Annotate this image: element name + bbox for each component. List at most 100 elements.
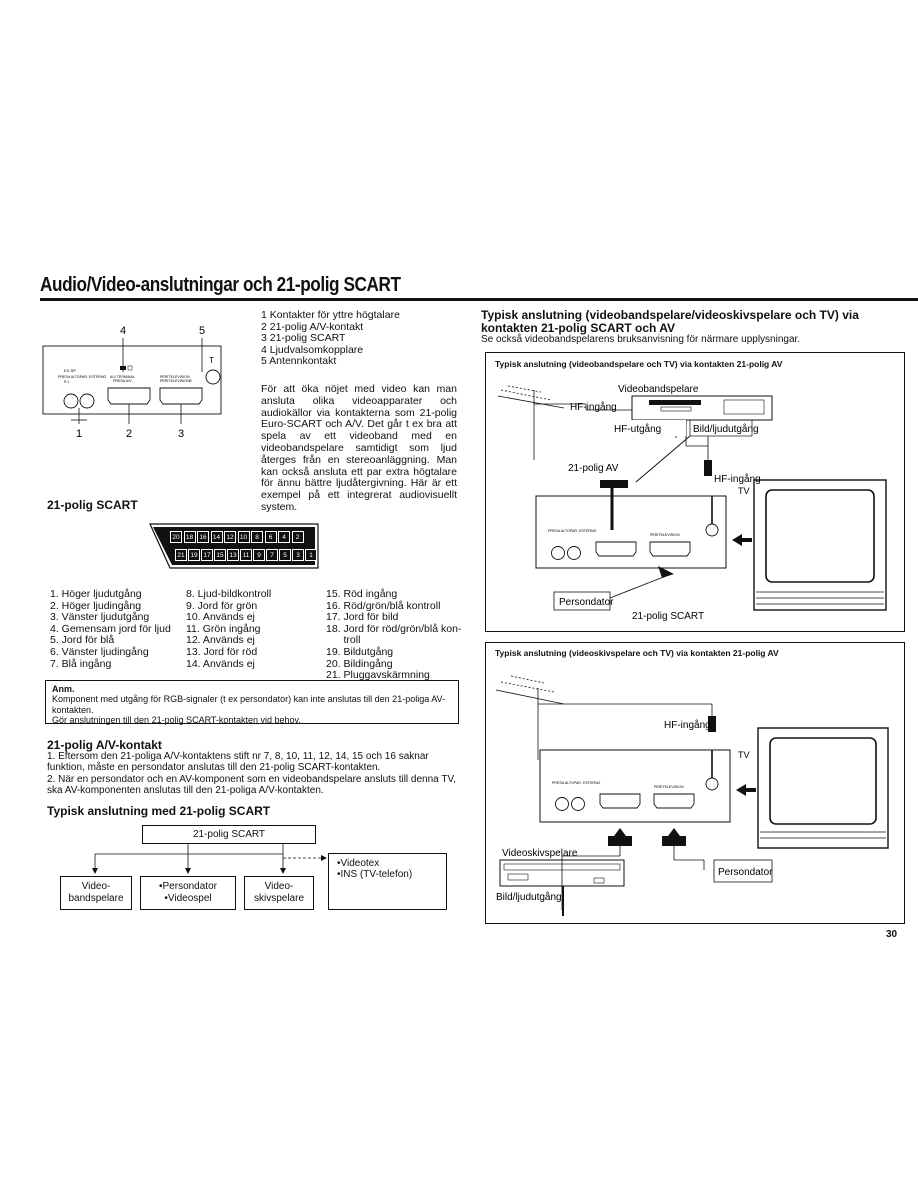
scart-pin: 18 [183, 531, 196, 543]
panel-outline [42, 345, 222, 415]
pin-item: 15. Röd ingång [326, 588, 398, 600]
av-out-label-2: Bild/ljudutgång [496, 891, 562, 903]
hf-in-label: HF-ingång [570, 401, 617, 413]
pin-item: 17. Jord för bild [326, 611, 399, 624]
pin-item: 16. Röd/grön/blå kontroll [326, 599, 441, 612]
legend-item: 5 Antennkontakt [261, 355, 337, 368]
peritel-text: PERITELEVISION [160, 375, 190, 379]
vcr-box: Video- bandspelare [60, 876, 132, 910]
av-terminal-text: A/V TERMINAL [110, 375, 135, 379]
diagram-1-drawing: Videobandspelare HF-ingång HF-utgång Bil… [497, 384, 887, 622]
legend-item: 4 Ljudvalsomkopplare [261, 343, 364, 356]
scart-pin: 2 [291, 531, 304, 543]
pc-label-2: Persondator [718, 867, 773, 878]
title-rule [40, 298, 918, 301]
speaker-jack-left [79, 393, 95, 409]
av-item-1: 1. Eftersom den 21-poliga A/V-kontaktens… [47, 751, 429, 774]
pin-item: 12. Används ej [186, 634, 255, 647]
disc-player-label: Videoskivspelare [502, 848, 578, 859]
scart-pin: 5 [279, 549, 291, 561]
speaker-jack-right [63, 393, 79, 409]
peritel-sub: PERITELEVISIONE [160, 379, 193, 383]
pin-item: 8. Ljud-bildkontroll [186, 588, 272, 600]
scart-pin: 12 [224, 531, 236, 543]
page-number: 30 [886, 929, 898, 940]
label-2: 2 [126, 428, 132, 440]
note-box: Anm. Komponent med utgång för RGB-signal… [45, 680, 459, 726]
label-4: 4 [120, 325, 126, 337]
pin-item: 5. Jord för blå [50, 634, 115, 647]
scart-pin: 8 [251, 531, 263, 543]
page-title: Audio/Video-anslutningar och 21-polig SC… [40, 274, 401, 296]
label-3: 3 [178, 428, 184, 440]
scart-pin: 19 [188, 549, 200, 561]
legend-item: 1 Kontakter för yttre högtalare [261, 309, 400, 321]
av-heading: 21-polig A/V-kontakt [47, 738, 162, 752]
pin-item: 19. Bildutgång [326, 645, 394, 658]
pin-item: 4. Gemensam jord för ljud [50, 622, 171, 635]
diagram-1-title: Typisk anslutning (videobandspelare och … [495, 359, 783, 369]
diagram-2-title: Typisk anslutning (videoskivspelare och … [495, 648, 779, 658]
hf-in-label-2: HF-ingång [664, 719, 711, 731]
scart-flowchart-lines [92, 844, 327, 874]
antenna-jack [205, 369, 221, 385]
computer-box: •Persondator •Videospel [140, 876, 236, 910]
scart-heading: 21-polig SCART [47, 498, 138, 512]
pin-item: 7. Blå ingång [50, 657, 112, 670]
pin-item: 6. Vänster ljudingång [50, 645, 149, 658]
scart-cable-label: 21-polig SCART [632, 611, 704, 622]
av-item-2: 2. När en persondator och en AV-komponen… [47, 774, 456, 797]
tv-label: TV [738, 486, 750, 496]
scart-pin: 1 [305, 549, 317, 561]
scart-root-box: 21-polig SCART [142, 825, 316, 844]
svg-text:PERITELEVISION: PERITELEVISION [650, 533, 680, 537]
legend-item: 3 21-polig SCART [261, 332, 346, 345]
av-terminal-sub: PRESA A/V [113, 379, 132, 383]
scart-pin: 17 [201, 549, 213, 561]
typical-scart-heading: Typisk anslutning med 21-polig SCART [47, 804, 271, 818]
scart-pin: 13 [227, 549, 239, 561]
scart-pin: 20 [170, 531, 182, 543]
label-5: 5 [199, 325, 205, 337]
pin-item: 10. Används ej [186, 611, 255, 624]
ext-speaker-text: PRESA ALTOPAR. ESTERNO [58, 375, 107, 379]
videotex-box: •Videotex •INS (TV-telefon) [328, 853, 447, 910]
note-text-2: Gör anslutningen till den 21-polig SCART… [52, 715, 301, 726]
scart-pin: 7 [266, 549, 278, 561]
intro-paragraph: För att öka nöjet med video kan man ansl… [261, 383, 457, 513]
note-heading: Anm. [52, 684, 75, 694]
pin-item: 18. Jord för röd/grön/blå kon- [326, 622, 462, 635]
pin-item: 3. Vänster ljudutgång [50, 611, 150, 624]
scart-pin: 15 [214, 549, 226, 561]
scart-pin-list-3: 15. Röd ingång 16. Röd/grön/blå kontroll… [326, 588, 462, 682]
pin-item: 13. Jord för röd [186, 645, 258, 658]
pin-item: 20. Bildingång [326, 657, 393, 670]
scart-pin: 14 [210, 531, 223, 543]
scart-pin: 11 [240, 549, 252, 561]
scart-pin: 3 [292, 549, 304, 561]
pin-item: 21. Pluggavskärmning [326, 669, 430, 682]
connector-legend: 1 Kontakter för yttre högtalare 2 21-pol… [261, 309, 400, 368]
scart-pin: 9 [253, 549, 265, 561]
ex-sp-sub: R L [64, 380, 70, 384]
pc-label: Persondator [559, 597, 614, 608]
legend-item: 2 21-polig A/V-kontakt [261, 320, 364, 333]
svg-text:PERITELEVISION: PERITELEVISION [654, 785, 684, 789]
diagram-2-drawing: HF-ingång TV PRESA ALTOPAR. ESTERNO PERI… [495, 675, 889, 916]
ex-sp-text: EX-SP [64, 368, 76, 373]
scart-pin: 4 [278, 531, 290, 543]
diagram-1-frame [485, 352, 905, 632]
pin-item: 11. Grön ingång [186, 622, 261, 635]
scart-pin: 6 [264, 531, 277, 543]
videodisc-box: Video- skivspelare [244, 876, 314, 910]
pin-item: troll [326, 634, 361, 647]
scart-pin: 10 [237, 531, 250, 543]
connector-panel-diagram: 4 5 EX-SP PRESA ALTOPAR. ESTERNO R L A/V… [42, 325, 222, 440]
hf-in2-label: HF-ingång [714, 473, 761, 485]
scart-pin: 16 [197, 531, 209, 543]
pin-item: 9. Jord för grön [186, 599, 258, 612]
pin-item: 1. Höger ljudutgång [50, 588, 142, 600]
scart-pin-list-2: 8. Ljud-bildkontroll 9. Jord för grön 10… [186, 588, 272, 670]
right-subtext: Se också videobandspelarens bruksanvisni… [481, 334, 801, 345]
